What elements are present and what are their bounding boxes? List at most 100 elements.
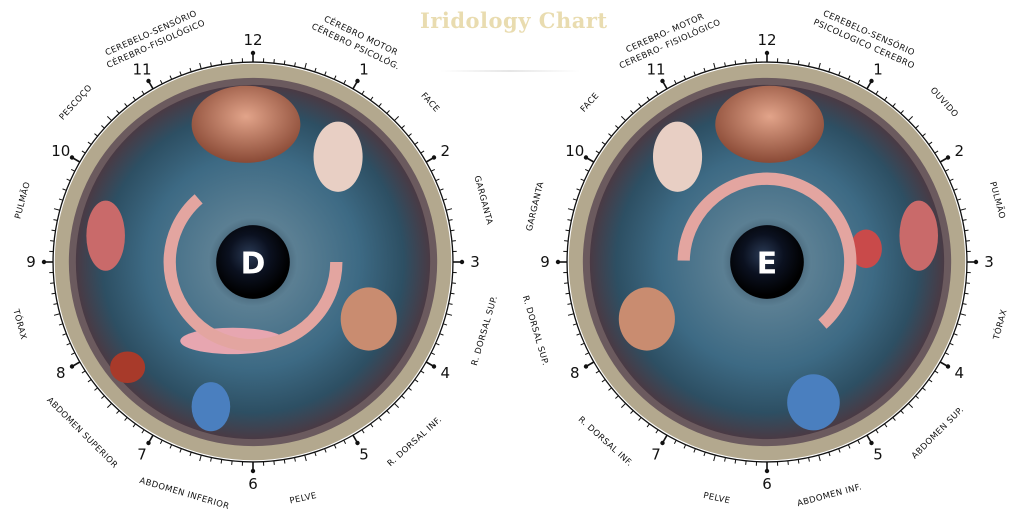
scale-tick [662,434,668,443]
scale-tick [448,303,453,305]
scale-tick [892,417,896,421]
label-dorsal-sup: R. DORSAL SUP. [520,294,550,367]
label-abdomen-sup: ABDOMEN SUP. [910,405,966,461]
scale-tick [408,387,412,391]
scale-tick [124,103,128,107]
scale-tick [944,168,949,172]
scale-tick [106,403,112,409]
scale-tick [580,178,585,182]
pupil-letter: E [757,246,777,281]
hour-number: 3 [470,253,480,271]
label-abdomen-inferior: ABDOMEN INFERIOR [138,476,230,512]
scale-tick [964,292,969,295]
scale-tick [703,452,706,457]
scale-tick [101,395,105,399]
scale-tick [132,96,136,101]
label-dorsal-inf: R. DORSAL INF. [576,415,634,469]
scale-tick [106,115,112,121]
scale-tick [53,208,60,211]
scale-tick [857,439,861,444]
scale-tick [934,370,939,374]
scale-tick [962,219,967,221]
scale-tick [425,361,434,367]
scale-tick [132,423,136,428]
scale-tick [66,342,71,346]
scale-tick [928,379,933,383]
scale-ticks [41,50,465,474]
hour-number: 4 [440,364,450,382]
scale-tick [62,188,67,191]
scale-tick [908,403,914,409]
hour-dot [69,364,75,369]
scale-tick [53,303,58,305]
back-muscle-image [618,287,675,351]
scale-tick [386,410,390,414]
scale-tick [401,395,405,399]
scale-tick [159,439,163,444]
scale-tick [333,75,337,80]
scale-tick [124,417,128,421]
hour-number: 5 [359,445,369,463]
pupil [216,225,290,299]
scale-tick [703,67,706,72]
scale-tick [567,208,574,211]
label-pulmao: PULMÃO [987,180,1008,220]
scale-tick [662,81,668,90]
scale-tick [900,110,904,114]
scale-tick [446,313,453,316]
scale-tick [808,457,810,462]
scale-tick [141,429,145,434]
scale-tick [915,125,919,129]
scale-tick [58,198,63,201]
scale-tick [81,370,86,374]
hour-number: 7 [651,445,661,463]
scale-tick [565,229,570,232]
scale-tick [446,208,453,211]
scale-tick [343,439,347,444]
scale-tick [922,387,926,391]
scale-tick [62,333,67,336]
scale-tick [314,452,317,457]
pelvis-image [191,382,231,432]
scale-tick [713,455,716,462]
hour-dot [146,440,151,446]
scale-tick [818,455,821,462]
scale-tick [199,455,202,462]
label-pelve: PELVE [702,491,731,506]
scale-tick [957,323,962,326]
scale-tick [884,423,888,428]
label-torax: TÓRAX [10,307,30,341]
scale-tick [439,188,444,191]
scale-tick [630,110,634,114]
title-divider [440,70,580,72]
scale-tick [148,434,154,443]
scale-tick [693,448,696,453]
scale-tick [847,444,851,449]
scale-tick [304,62,307,69]
scale-tick [294,62,296,67]
scale-tick [646,423,650,428]
scale-tick [116,410,120,414]
hour-dot [869,440,874,446]
scale-tick [620,403,626,409]
scale-tick [87,379,92,383]
hour-dot [583,155,589,160]
scale-tick [960,208,967,211]
hour-dot [945,364,951,369]
hour-dot [459,259,465,265]
scale-tick [448,219,453,221]
hour-number: 8 [570,364,580,382]
liver-image [110,351,146,384]
pelvis-image [787,374,840,431]
hour-number: 11 [646,61,665,79]
scale-tick [378,417,382,421]
scale-tick [949,342,954,346]
scale-tick [169,444,173,449]
scale-tick [169,75,173,80]
back-muscle-image [340,287,397,351]
scale-tick [58,323,63,326]
hour-number: 8 [56,364,66,382]
